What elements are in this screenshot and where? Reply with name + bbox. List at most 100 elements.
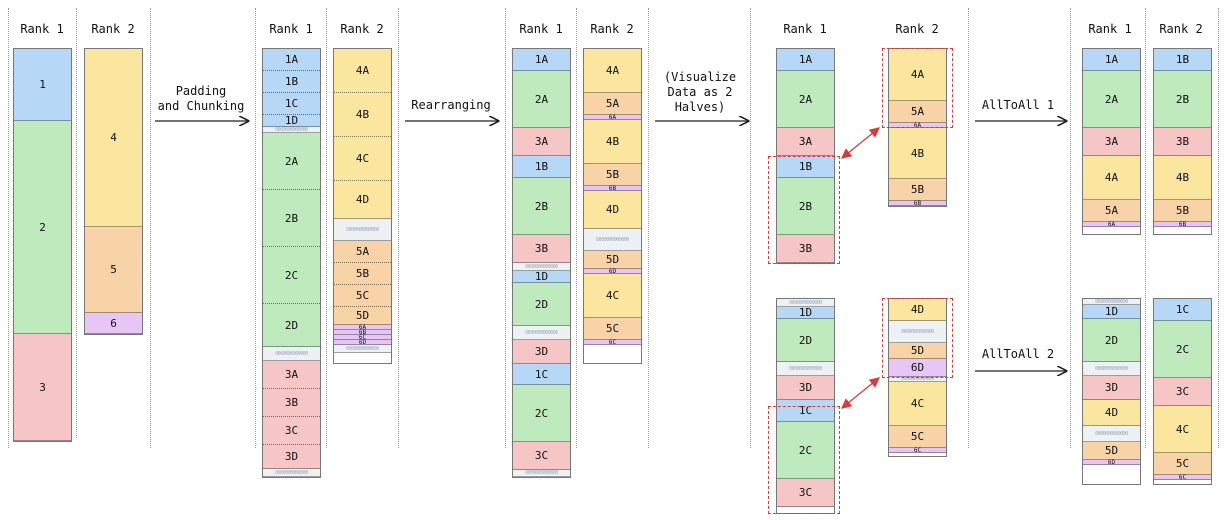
chunk-2a: 2A (263, 133, 320, 190)
chunk-1b: 1B (1154, 49, 1211, 71)
chunk-5b: 5B (584, 164, 641, 186)
highlight-box (768, 406, 840, 514)
chunk-4a: 4A (1083, 156, 1140, 200)
chunk-3b: 3B (777, 235, 834, 263)
chunk-1b: 1B (263, 71, 320, 93)
padding-block: 0000000000000 (334, 345, 391, 353)
stage4-rank2-header: Rank 2 (895, 22, 939, 36)
stage1-rank1-header: Rank 1 (20, 22, 64, 36)
chunk-5c: 5C (584, 318, 641, 340)
padding-block: 0000000000000 (889, 377, 946, 382)
chunk-4c: 4C (334, 137, 391, 181)
chunk-2b: 2B (777, 178, 834, 235)
chunk-1: 1 (14, 49, 71, 121)
chunk-5a: 5A (889, 101, 946, 123)
chunk-4a: 4A (584, 49, 641, 93)
separator (1070, 8, 1071, 448)
chunk-2b: 2B (1154, 71, 1211, 128)
padding-block: 0000000000000 (513, 470, 570, 477)
chunk-6c: 6C (584, 339, 641, 346)
chunk-4a: 4A (889, 49, 946, 101)
chunk-3a: 3A (777, 128, 834, 156)
chunk-2b: 2B (513, 178, 570, 235)
chunk-3c: 3C (777, 479, 834, 507)
padding-block: 0000000000000 (1083, 426, 1140, 442)
padding-block: 0000000000000 (263, 469, 320, 477)
chunk-4b: 4B (1154, 156, 1211, 200)
swap-arrow (840, 127, 881, 159)
chunk-4b: 4B (334, 93, 391, 137)
highlight-box (882, 48, 953, 128)
chunk-5a: 5A (334, 241, 391, 263)
chunk-4d: 4D (1083, 400, 1140, 426)
stage5-rank2-header: Rank 2 (1159, 22, 1203, 36)
step-label-alltoall2: AllToAll 2 (981, 347, 1055, 361)
chunk-3d: 3D (1083, 376, 1140, 400)
chunk-3d: 3D (777, 376, 834, 400)
chunk-4c: 4C (584, 274, 641, 318)
chunk-4d: 4D (584, 191, 641, 229)
chunk-5a: 5A (584, 93, 641, 115)
chunk-1a: 1A (513, 49, 570, 71)
chunk-3b: 3B (1154, 128, 1211, 156)
chunk-3a: 3A (513, 128, 570, 156)
chunk-1c: 1C (1154, 299, 1211, 321)
chunk-1d: 1D (1083, 305, 1140, 319)
chunk-3b: 3B (263, 389, 320, 417)
chunk-6a: 6A (584, 114, 641, 121)
chunk-5d: 5D (584, 251, 641, 269)
separator (76, 8, 77, 438)
chunk-5c: 5C (889, 426, 946, 448)
chunk-2a: 2A (513, 71, 570, 128)
highlight-box (882, 298, 953, 378)
padding-block: 0000000000000 (263, 347, 320, 361)
chunk-6b: 6B (889, 200, 946, 207)
chunk-1b: 1B (513, 156, 570, 178)
chunk-3c: 3C (513, 442, 570, 470)
chunk-2: 2 (14, 121, 71, 334)
separator (968, 8, 969, 448)
chunk-4d: 4D (334, 181, 391, 219)
chunk-6d: 6D (1083, 459, 1140, 466)
chunk-2d: 2D (777, 319, 834, 362)
padding-block: 0000000000000 (1083, 299, 1140, 305)
chunk-6b: 6B (584, 185, 641, 192)
highlight-box (768, 156, 840, 264)
step-label-visualize: (Visualize Data as 2 Halves) (663, 70, 737, 114)
chunk-5d: 5D (334, 307, 391, 325)
chunk-4: 4 (85, 49, 142, 227)
chunk-6d: 6D (334, 339, 391, 346)
stage3-rank1-header: Rank 1 (519, 22, 563, 36)
chunk-6a: 6A (334, 324, 391, 331)
separator (255, 8, 256, 448)
chunk-4b: 4B (889, 128, 946, 179)
chunk-2d: 2D (513, 283, 570, 326)
chunk-1d: 1D (777, 306, 834, 319)
stage2-rank1-header: Rank 1 (269, 22, 313, 36)
chunk-3d: 3D (513, 340, 570, 364)
chunk-5b: 5B (334, 263, 391, 285)
stage1-rank2-header: Rank 2 (91, 22, 135, 36)
chunk-5d: 5D (889, 343, 946, 359)
chunk-2c: 2C (513, 385, 570, 442)
chunk-3c: 3C (1154, 378, 1211, 406)
chunk-5d: 5D (1083, 442, 1140, 460)
padding-block: 0000000000000 (513, 263, 570, 271)
padding-block: 0000000000000 (777, 299, 834, 307)
chunk-1c: 1C (513, 364, 570, 385)
padding-block: 0000000000000 (777, 362, 834, 376)
separator (8, 8, 9, 448)
chunk-2d: 2D (263, 304, 320, 347)
chunk-4c: 4C (889, 382, 946, 426)
padding-block: 0000000000000 (584, 229, 641, 251)
chunk-5c: 5C (1154, 453, 1211, 475)
